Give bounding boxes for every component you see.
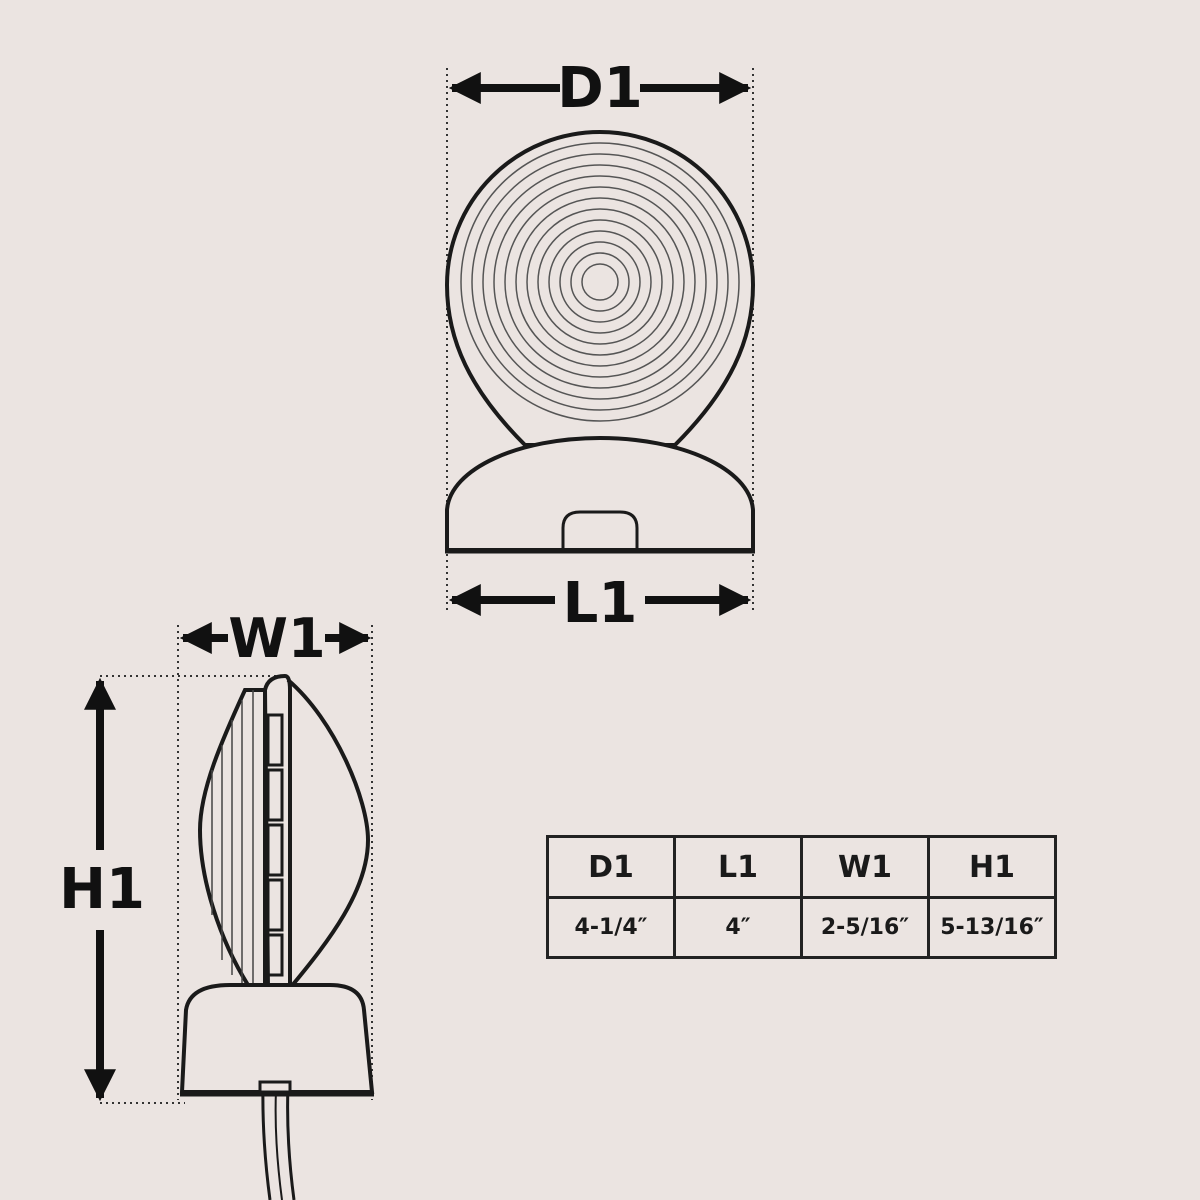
- side-lens-profile: [197, 688, 267, 987]
- lens-outline: [444, 130, 756, 447]
- side-bezel: [262, 673, 292, 992]
- header-l1: L1: [673, 835, 803, 899]
- w1-dimension: W1: [179, 607, 372, 670]
- lens-rings: [460, 142, 740, 422]
- d1-dimension: D1: [448, 56, 752, 121]
- dimensions-table: D1 L1 W1 H1 4-1/4″ 4″ 2-5/16″ 5-13/16″: [546, 835, 1057, 959]
- side-housing: [286, 678, 371, 990]
- dimensions-header-row: D1 L1 W1 H1: [546, 835, 1057, 899]
- l1-dimension: L1: [448, 571, 752, 636]
- d1-label: D1: [557, 56, 642, 121]
- lens-ring: [493, 175, 707, 389]
- lens-ring: [460, 142, 740, 422]
- dimensions-value-row: 4-1/4″ 4″ 2-5/16″ 5-13/16″: [546, 896, 1057, 959]
- h1-dimension: H1: [59, 677, 145, 1102]
- side-view: W1 H1: [59, 607, 375, 1200]
- lens-ring: [548, 230, 652, 334]
- l1-label: L1: [563, 571, 638, 636]
- lens-ring: [526, 208, 674, 356]
- header-h1: H1: [927, 835, 1057, 899]
- front-base-notch: [561, 510, 639, 548]
- side-bezel-tabs: [266, 713, 284, 977]
- lens-ring: [537, 219, 663, 345]
- front-base: [445, 435, 755, 552]
- lens-ring: [504, 186, 696, 378]
- lens-ring: [515, 197, 685, 367]
- header-d1: D1: [546, 835, 676, 899]
- value-w1: 2-5/16″: [800, 896, 930, 959]
- h1-label: H1: [59, 857, 145, 922]
- header-w1: W1: [800, 835, 930, 899]
- lens-ring: [482, 164, 718, 400]
- cable-grommet: [258, 1080, 292, 1094]
- side-base: [179, 983, 375, 1094]
- value-h1: 5-13/16″: [927, 896, 1057, 959]
- lens-ring: [471, 153, 729, 411]
- lens-ring: [570, 252, 630, 312]
- side-lens-ribs: [211, 690, 254, 985]
- lens-ring: [581, 263, 619, 301]
- cable: [261, 1084, 296, 1200]
- value-l1: 4″: [673, 896, 803, 959]
- front-view: D1 L1: [444, 56, 756, 636]
- w1-label: W1: [228, 607, 325, 670]
- lens-ring: [559, 241, 641, 323]
- value-d1: 4-1/4″: [546, 896, 676, 959]
